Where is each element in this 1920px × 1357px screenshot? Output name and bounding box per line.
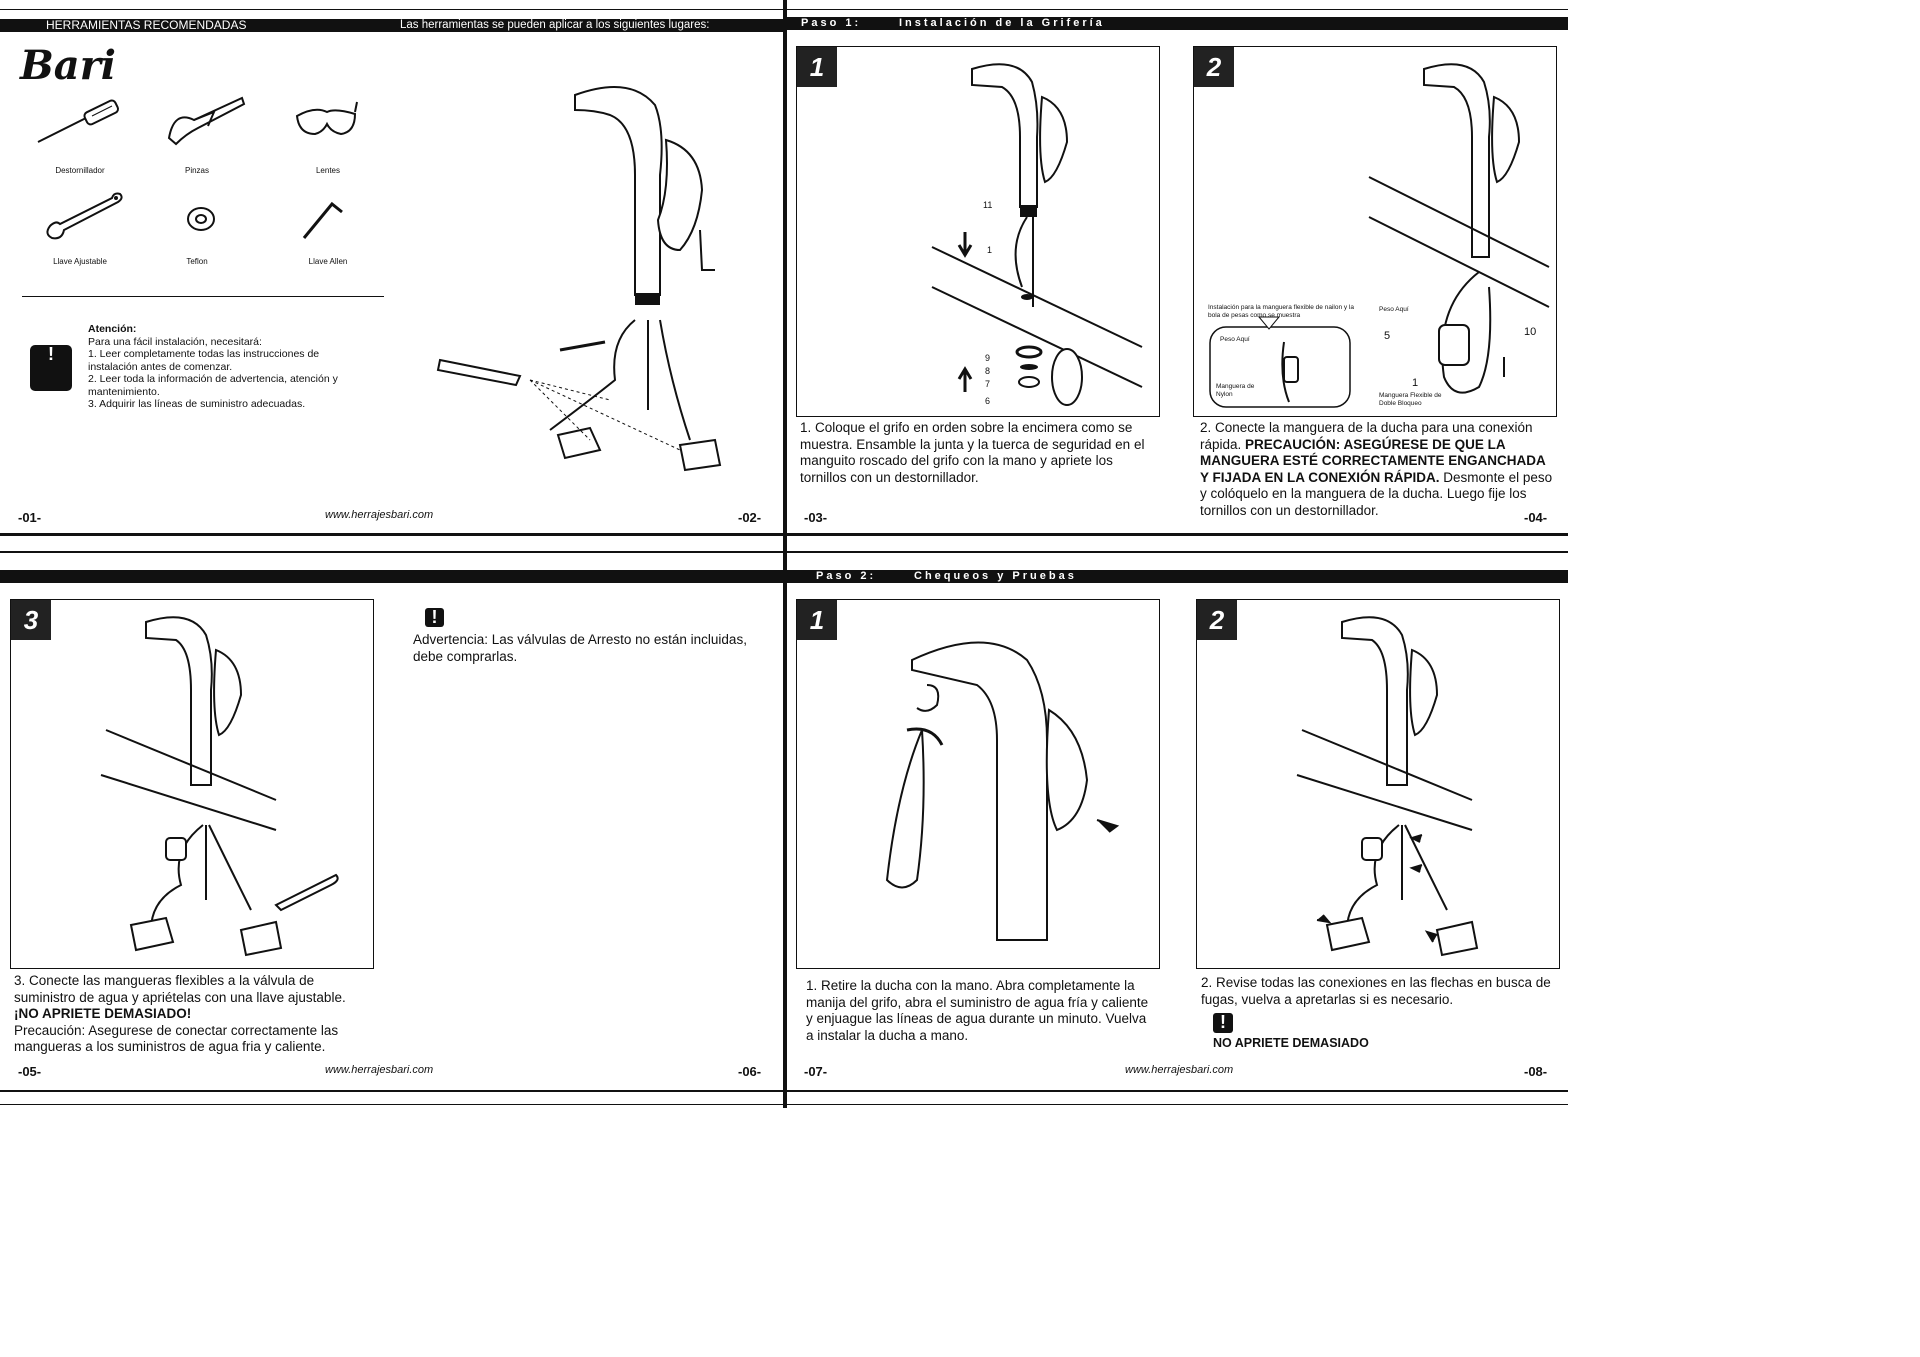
website-url: www.herrajesbari.com xyxy=(325,1064,434,1076)
bottom-divider xyxy=(0,1090,1568,1092)
step1-2-caption: 2. Conecte la manguera de la ducha para … xyxy=(1200,420,1556,519)
page-number: -01- xyxy=(18,510,42,525)
part-label-1: 1 xyxy=(1412,377,1419,389)
part-label-10: 10 xyxy=(1524,326,1537,338)
tool-label-pinzas: Pinzas xyxy=(184,166,209,175)
tool-label-lentes: Lentes xyxy=(315,166,341,175)
tools-header-subtitle: Las herramientas se pueden aplicar a los… xyxy=(400,19,710,31)
label-peso-aqui-detail: Peso Aquí xyxy=(1220,336,1250,343)
step1-2-panel: 2 Instalación para la manguera flexible … xyxy=(1193,46,1557,417)
attention-line: instalación antes de comenzar. xyxy=(88,360,233,373)
page-number: -04- xyxy=(1524,510,1548,525)
pliers-icon xyxy=(167,96,246,146)
step1-3-caption: 3. Conecte las mangueras flexibles a la … xyxy=(14,973,374,1056)
step1-1-caption: 1. Coloque el grifo en orden sobre la en… xyxy=(800,420,1145,485)
step1-2-caption-a: 2. Conecte la manguera de la ducha para … xyxy=(1200,420,1533,452)
step2-header-bar: Paso 2: Chequeos y Pruebas xyxy=(0,570,1568,583)
label-manguera-doble: Manguera Flexible de Doble Bloqueo xyxy=(1379,392,1442,407)
label-peso-aqui: Peso Aquí xyxy=(1379,306,1409,313)
warning-icon xyxy=(425,607,444,628)
allen-key-icon xyxy=(302,201,343,239)
step-number: 2 xyxy=(1197,600,1237,640)
step1-1-illustration xyxy=(931,63,1143,406)
step1-3-panel: 3 xyxy=(10,599,374,969)
step2-1-illustration xyxy=(885,641,1120,941)
adjustable-wrench-icon xyxy=(46,192,123,240)
step1-3-caption-c: Precaución: Asegurese de conectar correc… xyxy=(14,1022,339,1055)
brand-logo: Bari xyxy=(20,42,116,89)
faucet-overview-illustration xyxy=(436,86,722,472)
attention-line: mantenimiento. xyxy=(88,385,160,398)
tool-label-llave-allen: Llave Allen xyxy=(308,257,348,266)
label-installation-note: Instalación para la manguera flexible de… xyxy=(1208,304,1354,319)
page-number: -07- xyxy=(804,1064,828,1079)
step1-3-caption-warning: ¡NO APRIETE DEMASIADO! xyxy=(14,1006,192,1021)
step-number: 3 xyxy=(11,600,51,640)
tools-header-title: HERRAMIENTAS RECOMENDADAS xyxy=(46,18,247,32)
step1-3-illustration xyxy=(100,616,339,957)
step2-header-title: Chequeos y Pruebas xyxy=(914,570,1077,582)
step2-header-paso: Paso 2: xyxy=(816,570,877,582)
top-rule xyxy=(0,9,1568,10)
goggles-icon xyxy=(295,101,358,136)
step1-3-caption-a: 3. Conecte las mangueras flexibles a la … xyxy=(14,973,346,1005)
attention-line: 3. Adquirir las líneas de suministro ade… xyxy=(88,398,306,410)
step1-header-paso: Paso 1: xyxy=(801,17,862,29)
step1-header-title: Instalación de la Grifería xyxy=(899,17,1105,29)
step1-2-caption-c: Desmonte el peso y colóquelo en la mangu… xyxy=(1200,469,1553,518)
step1-1-panel: 1 11 1 9 8 7 6 xyxy=(796,46,1160,417)
part-label-9: 9 xyxy=(985,353,991,363)
step-number: 2 xyxy=(1194,47,1234,87)
attention-line: 2. Leer toda la información de advertenc… xyxy=(88,373,338,385)
step2-2-panel: 2 xyxy=(1196,599,1560,969)
part-label-5: 5 xyxy=(1384,330,1391,342)
tool-label-llave-ajustable: Llave Ajustable xyxy=(53,257,107,266)
teflon-tape-icon xyxy=(187,207,215,231)
page-number: -05- xyxy=(18,1064,42,1079)
tool-label-destornillador: Destornillador xyxy=(55,166,105,175)
step2-2-illustration xyxy=(1296,616,1479,957)
attention-line: 1. Leer completamente todas las instrucc… xyxy=(88,348,320,360)
attention-title: Atención: xyxy=(88,323,137,335)
middle-divider-bottom xyxy=(0,551,1568,553)
tools-separator xyxy=(22,296,384,297)
step1-header-bar: Paso 1: Instalación de la Grifería xyxy=(787,17,1568,30)
part-label-7: 7 xyxy=(985,379,991,389)
website-url: www.herrajesbari.com xyxy=(1125,1064,1234,1076)
page-number: -08- xyxy=(1524,1064,1548,1079)
step1-2-illustration xyxy=(1209,63,1550,408)
tools-header-bar: HERRAMIENTAS RECOMENDADAS Las herramient… xyxy=(0,19,783,32)
page-number: -03- xyxy=(804,510,828,525)
step-number: 1 xyxy=(797,47,837,87)
attention-line: Para una fácil instalación, necesitará: xyxy=(88,335,262,348)
label-manguera-nylon: Manguera de Nylon xyxy=(1216,383,1255,398)
step1-2-caption-caution: PRECAUCIÓN: ASEGÚRESE DE QUE LA MANGUERA… xyxy=(1200,436,1546,485)
tool-label-teflon: Teflon xyxy=(186,257,208,266)
vertical-divider xyxy=(783,0,787,1108)
step2-2-caption: 2. Revise todas las conexiones en las fl… xyxy=(1201,975,1551,1007)
step-number: 1 xyxy=(797,600,837,640)
step2-2-warning-text: NO APRIETE DEMASIADO xyxy=(1213,1036,1369,1050)
attention-block: Atención: Para una fácil instalación, ne… xyxy=(88,323,338,411)
website-url: www.herrajesbari.com xyxy=(325,509,434,521)
part-label-6: 6 xyxy=(985,396,991,406)
attention-icon xyxy=(30,344,72,391)
warning-text: Advertencia: Las válvulas de Arresto no … xyxy=(413,632,747,664)
screwdriver-icon xyxy=(37,99,119,143)
step2-1-panel: 1 xyxy=(796,599,1160,969)
part-label-1: 1 xyxy=(987,245,993,255)
step2-1-caption: 1. Retire la ducha con la mano. Abra com… xyxy=(806,978,1149,1043)
page-number: -06- xyxy=(738,1064,762,1079)
part-label-8: 8 xyxy=(985,366,991,376)
page-number: -02- xyxy=(738,510,762,525)
bottom-rule xyxy=(0,1104,1568,1105)
warning-icon xyxy=(1213,1012,1233,1033)
part-label-11: 11 xyxy=(983,200,993,210)
middle-divider-top xyxy=(0,533,1568,536)
